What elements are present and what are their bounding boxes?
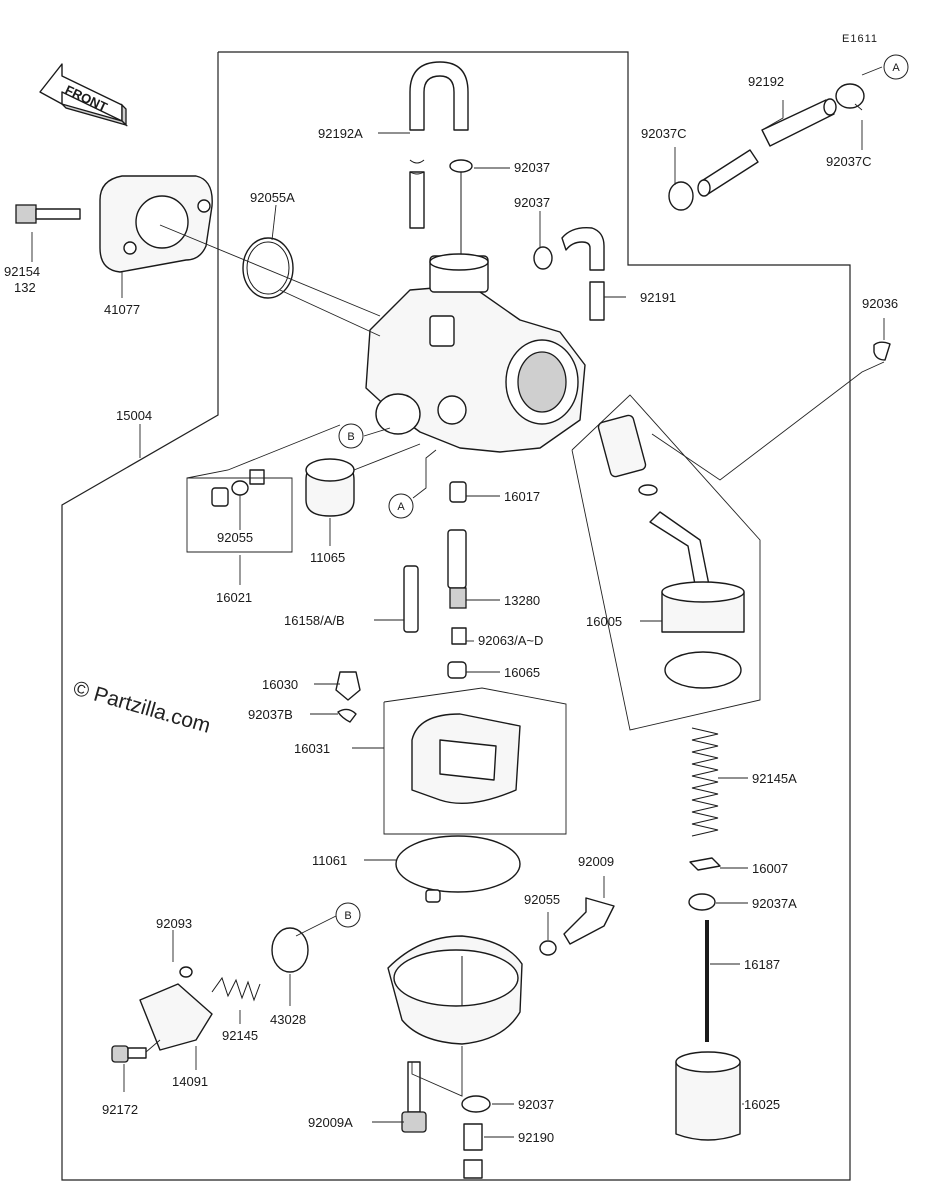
valve-16025-drawing (675, 1051, 741, 1141)
hose-92192-drawing (697, 98, 837, 197)
label-43028: 43028 (270, 1012, 306, 1027)
label-16158: 16158/A/B (284, 613, 345, 628)
label-11061: 11061 (312, 853, 347, 868)
label-92063: 92063/A~D (478, 633, 543, 648)
needle-92009-drawing (563, 897, 615, 945)
valve-16030-drawing (335, 671, 361, 701)
label-92037-top: 92037 (514, 160, 550, 175)
hose-92190-drawing (463, 1123, 483, 1179)
clip-92036-drawing (873, 341, 891, 361)
diagram-code: E1611 (842, 33, 878, 45)
clamp-92037-top-drawing (449, 159, 473, 258)
label-92009a: 92009A (308, 1115, 353, 1130)
carburetor-body-drawing (365, 253, 586, 453)
label-13280: 13280 (504, 593, 540, 608)
o-ring-92055a-drawing (242, 237, 294, 299)
label-92055-right: 92055 (524, 892, 560, 907)
svg-text:A: A (397, 501, 405, 513)
screw-16021-drawing (211, 469, 265, 507)
label-16025: 16025 (744, 1097, 780, 1112)
spring-92145-drawing (211, 976, 261, 1002)
label-92037-mid: 92037 (514, 195, 550, 210)
label-92191: 92191 (640, 290, 676, 305)
spring-92145a-drawing (691, 727, 719, 837)
diaphragm-43028-drawing (271, 927, 309, 973)
label-92190: 92190 (518, 1130, 554, 1145)
clamp-92037-mid-drawing (533, 246, 553, 270)
label-92037c-left: 92037C (641, 126, 687, 141)
ref-circle-b-mid: B (338, 423, 364, 449)
label-16030: 16030 (262, 677, 298, 692)
label-16065: 16065 (504, 665, 540, 680)
cap-16005-drawing (597, 414, 745, 689)
clamp-92037-bottom-drawing (461, 1095, 491, 1113)
hose-92192a-drawing (409, 61, 469, 229)
label-16021: 16021 (216, 590, 252, 605)
front-arrow-icon: FRONT (39, 63, 129, 127)
jet-92063-drawing (451, 627, 467, 645)
leader-lines (31, 66, 885, 1138)
label-16187: 16187 (744, 957, 780, 972)
label-92192: 92192 (748, 74, 784, 89)
watermark-text: © Partzilla.com (71, 677, 213, 738)
part-16007-drawing (689, 857, 721, 871)
needle-16158-drawing (403, 565, 419, 633)
clip-92037a-drawing (688, 893, 716, 911)
label-92172: 92172 (102, 1102, 138, 1117)
label-92055a: 92055A (250, 190, 295, 205)
label-16005: 16005 (586, 614, 622, 629)
label-92037a: 92037A (752, 896, 797, 911)
float-16031-drawing (411, 713, 521, 805)
washer-92055-right-drawing (539, 940, 557, 956)
float-bowl-drawing (387, 935, 523, 1045)
svg-text:A: A (892, 62, 900, 74)
screw-92172-drawing (111, 1045, 147, 1063)
clamp-92037c-drawings (668, 83, 865, 211)
ref-circle-a-top: A (883, 54, 909, 80)
svg-text:B: B (347, 431, 354, 443)
screw-92009a-drawing (401, 1061, 427, 1133)
gasket-11061-drawing (395, 835, 521, 903)
ref-circle-a-mid: A (388, 493, 414, 519)
label-15004: 15004 (116, 408, 152, 423)
label-11065: 11065 (310, 550, 345, 565)
label-16017: 16017 (504, 489, 540, 504)
label-92055-left: 92055 (217, 530, 253, 545)
tube-13280-drawing (447, 529, 467, 609)
label-92154: 92154 (4, 264, 40, 279)
jet-16017-drawing (449, 481, 467, 503)
cap-11065-drawing (305, 458, 355, 517)
label-92037-bottom: 92037 (518, 1097, 554, 1112)
label-92037c-right: 92037C (826, 154, 872, 169)
ref-circle-b-low: B (335, 902, 361, 928)
label-92036: 92036 (862, 296, 898, 311)
label-16031: 16031 (294, 741, 330, 756)
clip-92037b-drawing (337, 708, 357, 723)
label-92093: 92093 (156, 916, 192, 931)
svg-text:B: B (344, 910, 351, 922)
part-labels: 92192A 92037 92192 92037C 92037C 92037 9… (4, 74, 898, 1145)
label-92192a: 92192A (318, 126, 363, 141)
cover-14091-drawing (139, 983, 213, 1051)
hose-92191-drawing (561, 227, 605, 321)
holder-41077-drawing (99, 175, 213, 273)
diagram-frame (61, 51, 851, 1181)
label-92037b: 92037B (248, 707, 293, 722)
label-132: 132 (14, 280, 36, 295)
label-14091: 14091 (172, 1074, 208, 1089)
part-16065-drawing (447, 661, 467, 679)
label-16007: 16007 (752, 861, 788, 876)
label-92009: 92009 (578, 854, 614, 869)
label-41077: 41077 (104, 302, 140, 317)
label-92145a: 92145A (752, 771, 797, 786)
bolt-92154-drawing (15, 204, 81, 224)
label-92145: 92145 (222, 1028, 258, 1043)
washer-92093-drawing (179, 966, 193, 978)
